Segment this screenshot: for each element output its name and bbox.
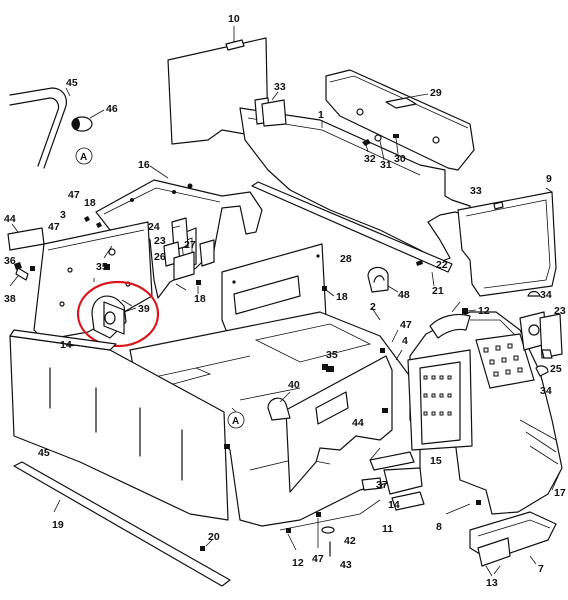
part-7-step	[445, 500, 557, 577]
callout-30: 30	[394, 153, 406, 165]
reference-a-marker-top	[75, 147, 93, 165]
part-29-console	[325, 69, 475, 171]
callout-48: 48	[398, 289, 410, 301]
callout-43: 43	[340, 559, 352, 571]
callout-34: 34	[540, 289, 552, 301]
part-20-screw	[200, 539, 213, 551]
rail-21	[251, 181, 453, 287]
callout-13: 13	[486, 577, 498, 589]
part-9-panel	[457, 187, 557, 297]
callout-a: A	[80, 152, 87, 163]
callout-4: 4	[402, 335, 408, 347]
callout-47d: 47	[312, 553, 324, 565]
callout-a-front: A	[232, 416, 239, 427]
callout-35b: 35	[326, 349, 338, 361]
callout-27: 27	[184, 239, 196, 251]
callout-17: 17	[554, 487, 566, 499]
part-19-strip	[13, 461, 231, 587]
brackets-23-24-26-27	[163, 217, 195, 281]
callout-44b: 44	[352, 417, 364, 429]
leader-lines	[93, 245, 561, 575]
callout-47b: 47	[48, 221, 60, 233]
callout-42: 42	[344, 535, 356, 547]
callout-45b: 45	[38, 447, 50, 459]
callout-47c: 47	[400, 319, 412, 331]
callout-2: 2	[370, 301, 376, 313]
callout-28: 28	[340, 253, 352, 265]
callout-37: 37	[376, 479, 388, 491]
fasteners-36-38	[9, 262, 35, 287]
parts-23-25-34	[519, 290, 563, 377]
part-17-body	[407, 301, 563, 515]
callout-16: 16	[138, 159, 150, 171]
callout-18: 18	[84, 197, 96, 209]
callout-45: 45	[66, 77, 78, 89]
callout-20: 20	[208, 531, 220, 543]
callout-12b: 12	[292, 557, 304, 569]
part-45-top-frame	[9, 87, 105, 169]
brackets-14-15-37	[63, 343, 425, 511]
highlight-circle-39	[76, 280, 160, 348]
callout-36: 36	[4, 255, 16, 267]
callout-46: 46	[106, 103, 118, 115]
callout-34b: 34	[540, 385, 552, 397]
callout-35: 35	[96, 261, 108, 273]
callout-11: 11	[382, 523, 393, 535]
callout-14: 14	[60, 339, 72, 351]
callout-19: 19	[52, 519, 64, 531]
callout-21: 21	[432, 285, 444, 297]
callout-12: 12	[478, 305, 490, 317]
callout-3: 3	[60, 209, 66, 221]
callout-40: 40	[288, 379, 300, 391]
fasteners-18	[96, 222, 201, 294]
callout-9: 9	[546, 173, 552, 185]
callout-7: 7	[538, 563, 544, 575]
callout-26: 26	[154, 251, 166, 263]
small-fasteners	[286, 308, 477, 557]
callout-31: 31	[380, 159, 392, 171]
callout-14b: 14	[388, 499, 400, 511]
callout-8: 8	[436, 521, 442, 533]
part-44-plate-left	[7, 223, 45, 251]
callout-32: 32	[364, 153, 376, 165]
callout-24: 24	[148, 221, 160, 233]
callout-18c: 18	[336, 291, 348, 303]
callout-25: 25	[550, 363, 562, 375]
fasteners-30-31-32	[362, 134, 399, 161]
callout-44: 44	[4, 213, 16, 225]
callout-23: 23	[154, 235, 166, 247]
callout-23b: 23	[554, 305, 566, 317]
callout-47: 47	[68, 189, 80, 201]
part-39-bracket	[91, 295, 137, 339]
callout-1: 1	[318, 109, 324, 121]
callout-18b: 18	[194, 293, 206, 305]
part-45-seat-base	[9, 329, 245, 521]
callout-33: 33	[274, 81, 286, 93]
callout-labels: 10 45 46 A 33 1 29 32 31 30 16 9 33 47 1…	[4, 13, 566, 589]
callout-39: 39	[138, 303, 150, 315]
callout-22: 22	[436, 259, 448, 271]
callout-38: 38	[4, 293, 16, 305]
callout-15: 15	[430, 455, 442, 467]
callout-29: 29	[430, 87, 442, 99]
part-1-bulkhead	[239, 91, 471, 263]
callout-33b: 33	[470, 185, 482, 197]
part-40-44-panel	[267, 355, 393, 493]
part-48-clip	[367, 266, 399, 293]
callout-10: 10	[228, 13, 240, 25]
